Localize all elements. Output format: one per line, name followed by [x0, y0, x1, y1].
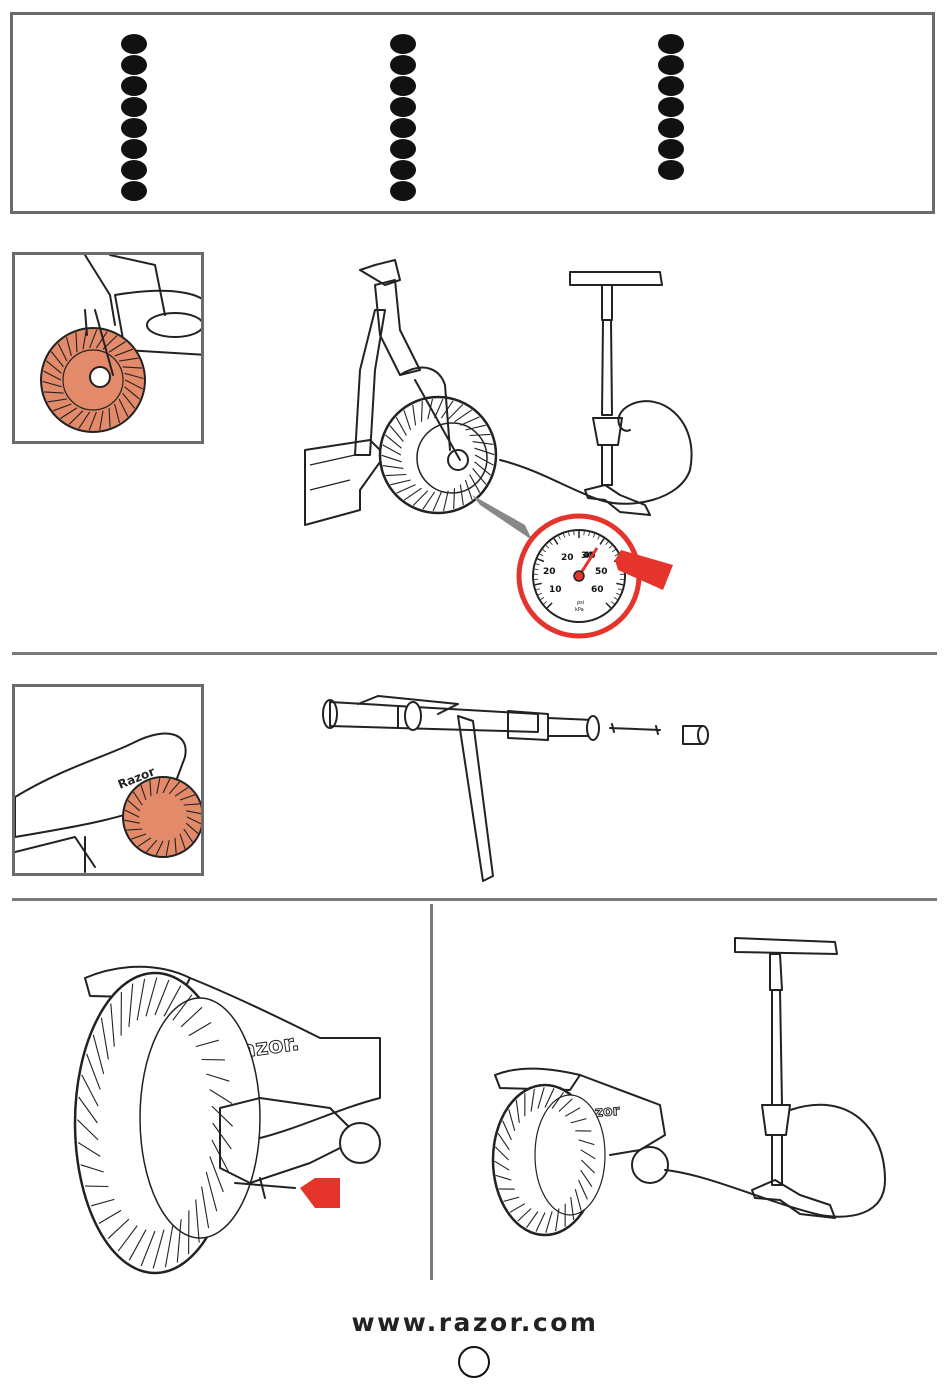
handlebar-exploded-illustration — [318, 696, 718, 886]
parts-list-bullet — [658, 76, 684, 96]
parts-list-bullet — [390, 118, 416, 138]
parts-list-bullet — [121, 181, 147, 201]
parts-list-bullet — [390, 55, 416, 75]
parts-list-bullet — [390, 34, 416, 54]
gauge-unit-kpa: kPa — [575, 607, 584, 613]
front-wheel-thumbnail-illustration — [15, 255, 204, 444]
gauge-label-20-left: 20 — [543, 567, 556, 577]
parts-list-bullet — [121, 76, 147, 96]
thumbnail-front-wheel — [12, 252, 204, 444]
rear-wheel-thumbnail-illustration: Razor — [15, 687, 204, 876]
gauge-label-60: 60 — [591, 585, 604, 595]
parts-list-bullet — [121, 55, 147, 75]
gauge-label-50: 50 — [595, 567, 608, 577]
parts-list-bullet — [658, 97, 684, 117]
parts-list-bullet — [121, 118, 147, 138]
parts-list-bullet — [121, 139, 147, 159]
parts-list-bullet — [390, 76, 416, 96]
footer-url: www.razor.com — [0, 1308, 950, 1337]
parts-list-bullet — [121, 160, 147, 180]
parts-list-bullet — [390, 139, 416, 159]
rear-tire-highlight — [123, 777, 203, 857]
rear-wheel-valve-illustration: Razor. — [60, 958, 400, 1288]
parts-list-bullet — [658, 139, 684, 159]
page-number-circle — [458, 1346, 490, 1378]
valve-red-arrow — [300, 1178, 340, 1208]
parts-list-bullet — [121, 97, 147, 117]
parts-list-bullet — [390, 181, 416, 201]
pressure-gauge-callout: 10 20 20 30 40 50 60 psi kPa — [513, 510, 693, 650]
gauge-unit-psi: psi — [577, 600, 584, 606]
parts-list-bullet — [658, 118, 684, 138]
gauge-label-10: 10 — [549, 585, 562, 595]
parts-list-bullet — [390, 160, 416, 180]
gauge-label-20: 20 — [561, 553, 574, 563]
parts-list-bullet — [658, 160, 684, 180]
section-divider — [12, 898, 937, 901]
rear-wheel-pump-illustration: Razor — [490, 930, 890, 1230]
parts-list-bullet — [658, 55, 684, 75]
front-wheel-inflation-illustration — [300, 250, 720, 540]
section-vertical-divider — [430, 904, 433, 1280]
section-divider — [12, 652, 937, 655]
parts-list-bullet — [658, 34, 684, 54]
thumbnail-rear-wheel: Razor — [12, 684, 204, 876]
parts-list-box — [10, 12, 935, 214]
parts-list-bullet — [121, 34, 147, 54]
parts-list-bullet — [390, 97, 416, 117]
